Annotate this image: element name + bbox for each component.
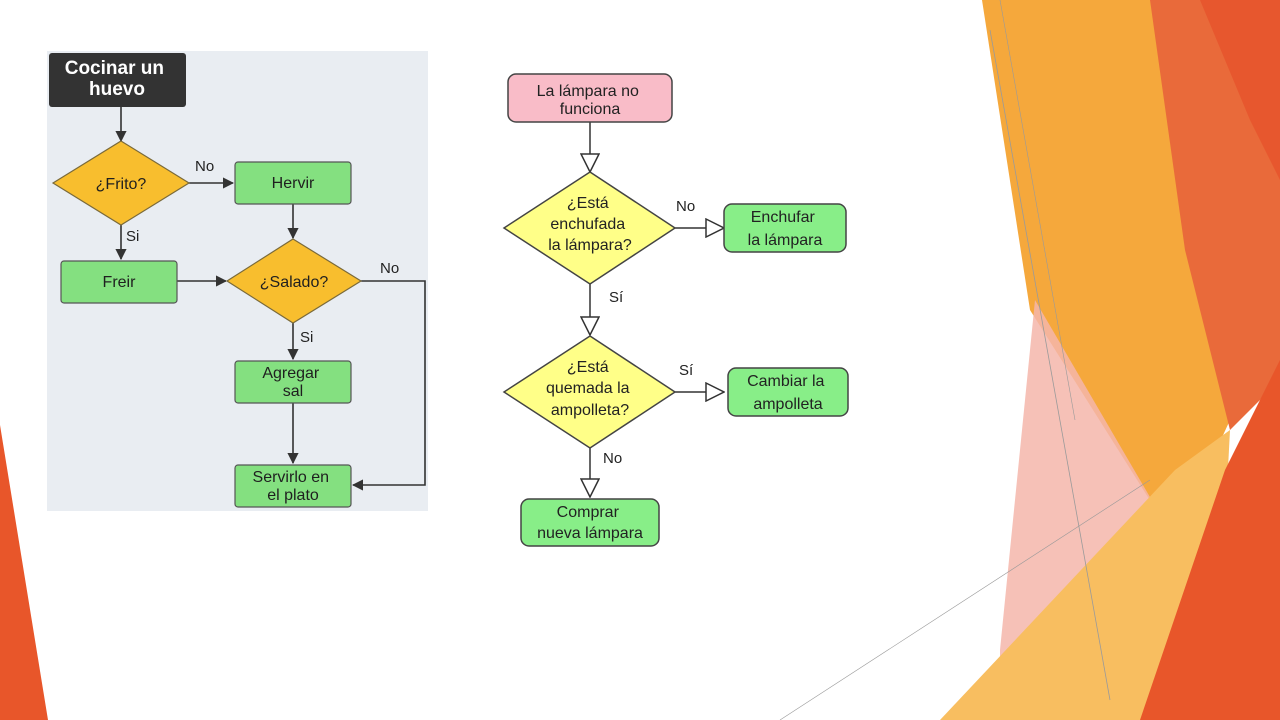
serve-box — [234, 464, 352, 508]
fried-decision — [51, 140, 191, 226]
plugged-decision-text: ¿Está enchufada la lámpara? — [548, 195, 632, 254]
deco-line-2 — [999, 0, 1076, 421]
egg-start-text: Cocinar un huevo — [65, 58, 170, 100]
plugged-yes-label: Sí — [609, 289, 624, 306]
serve-text: Servirlo en el plato — [253, 469, 334, 504]
fry-text: Freir — [103, 274, 137, 291]
arrow-salted-no-to-serve — [351, 280, 426, 491]
burnt-decision-text: ¿Está quemada la ampolleta? — [546, 359, 634, 419]
right-accent-light-orange — [940, 430, 1230, 720]
plugged-decision — [502, 171, 677, 285]
burnt-decision — [502, 335, 677, 449]
replace-bulb-text: Cambiar la ampolleta — [747, 373, 829, 413]
right-accent-orange — [982, 0, 1230, 540]
lamp-flowchart: La lámpara no funciona ¿Está enchufada l… — [502, 73, 849, 547]
salted-no-label: No — [380, 260, 399, 277]
fried-no-label: No — [195, 158, 214, 175]
replace-bulb-box — [727, 367, 849, 417]
lamp-start-box — [507, 73, 673, 123]
fried-yes-label: Si — [126, 228, 139, 245]
fried-decision-text: ¿Frito? — [96, 176, 147, 193]
plug-in-text: Enchufar la lámpara — [748, 209, 823, 249]
right-accent-deep — [1200, 0, 1280, 180]
right-accent-red-bottom — [1140, 360, 1280, 720]
lamp-start-text: La lámpara no funciona — [537, 83, 644, 118]
burnt-yes-label: Sí — [679, 362, 694, 379]
left-edge-accent — [0, 425, 48, 720]
salted-yes-label: Si — [300, 329, 313, 346]
egg-flowchart: Cocinar un huevo ¿Frito? Hervir Freir ¿S… — [47, 51, 428, 511]
salted-decision-text: ¿Salado? — [260, 274, 329, 291]
fry-box — [60, 260, 178, 304]
boil-text: Hervir — [272, 175, 315, 192]
boil-box — [234, 161, 352, 205]
deco-line-3 — [779, 479, 1151, 720]
add-salt-text: Agregar sal — [262, 365, 323, 400]
deco-line-1 — [989, 29, 1111, 701]
egg-start-box — [49, 53, 186, 107]
salted-decision — [225, 238, 363, 324]
burnt-no-label: No — [603, 450, 622, 467]
add-salt-box — [234, 360, 352, 404]
buy-new-text: Comprar nueva lámpara — [537, 504, 643, 542]
plugged-no-label: No — [676, 198, 695, 215]
buy-new-box — [520, 498, 660, 547]
plug-in-box — [723, 203, 847, 253]
